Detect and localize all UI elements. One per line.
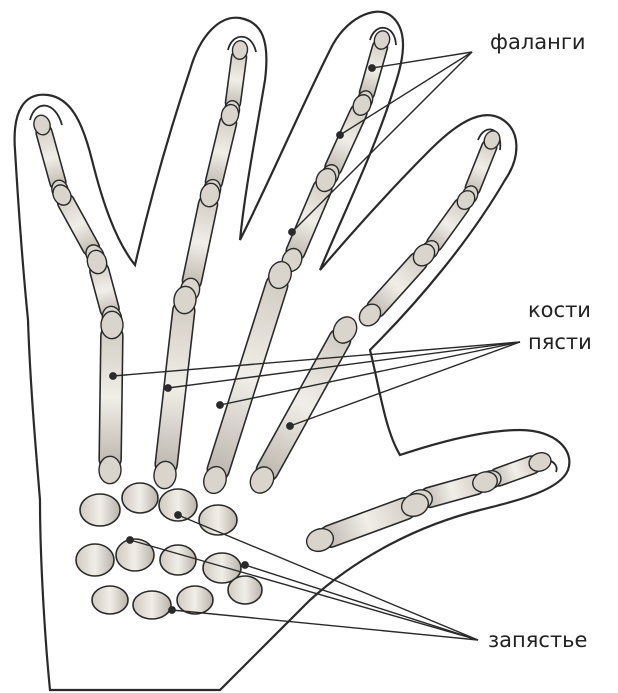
- carpal-bone-6: [116, 539, 154, 571]
- pointer-dot-carpal-2: [127, 537, 133, 543]
- pointer-dot-metacarpal-3: [217, 402, 223, 408]
- joint-pinky-4-proximal: [101, 311, 123, 339]
- bone-pinky-4: [99, 325, 123, 470]
- label-carpus: запястье: [488, 628, 587, 652]
- carpal-bone-4: [199, 505, 237, 535]
- pointer-dot-metacarpal-4: [287, 423, 293, 429]
- carpal-bone-1: [80, 494, 120, 526]
- carpal-bone-5: [76, 544, 114, 576]
- pointer-dot-metacarpal-1: [110, 373, 116, 379]
- carpal-bone-11: [177, 586, 213, 614]
- label-metacarpals-line2: пясти: [528, 330, 592, 354]
- label-phalanges: фаланги: [490, 30, 586, 54]
- pointer-dot-carpal-1: [175, 512, 181, 518]
- pointer-dot-metacarpal-2: [165, 385, 171, 391]
- pointer-dot-phalanx-2: [337, 132, 343, 138]
- label-metacarpals-line1: кости: [528, 298, 591, 322]
- pointer-dot-carpal-3: [242, 562, 248, 568]
- pointer-dot-carpal-4: [169, 607, 175, 613]
- pointer-dot-phalanx-3: [289, 229, 295, 235]
- carpal-bone-2: [122, 483, 158, 513]
- hand-outline: [15, 12, 570, 690]
- pointer-dot-phalanx-1: [369, 65, 375, 71]
- carpal-bone-12: [228, 576, 262, 604]
- carpal-bone-10: [133, 591, 171, 619]
- joint-pinky-4-distal: [99, 456, 121, 484]
- carpal-bone-9: [92, 586, 128, 614]
